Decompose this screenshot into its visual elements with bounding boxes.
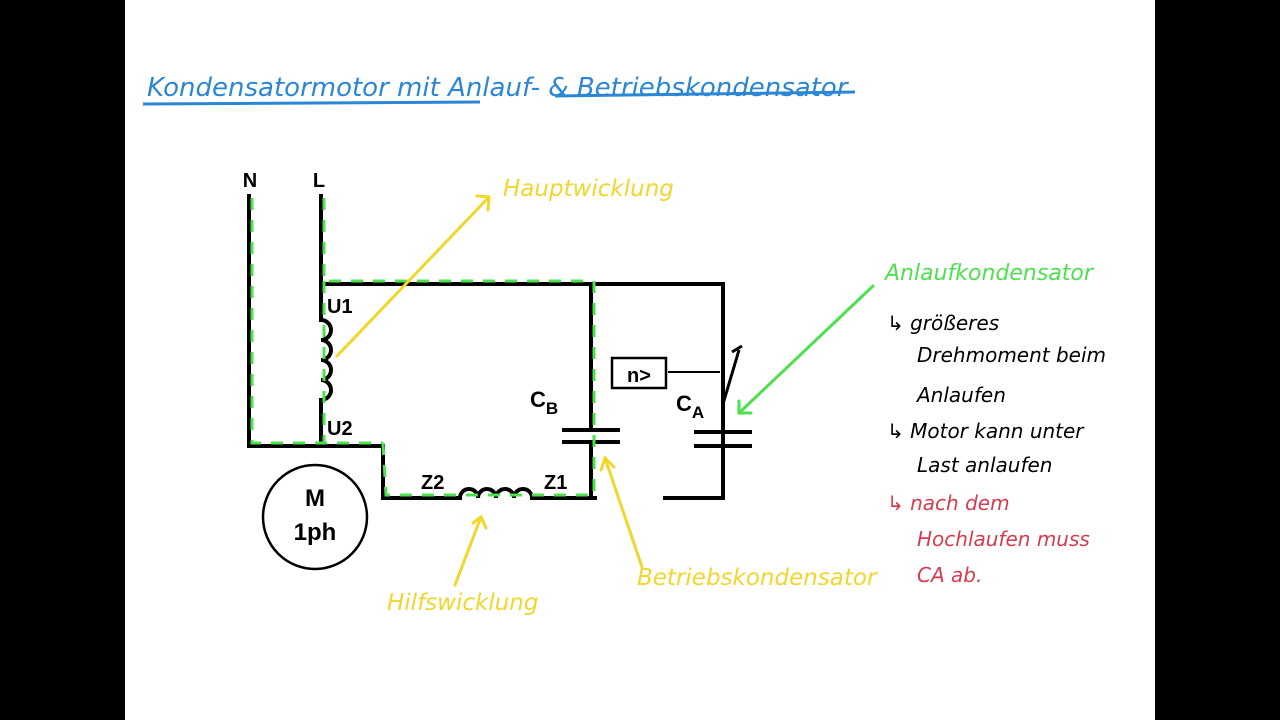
note-line: ↳ nach dem [887,491,1010,515]
aux-winding-coil [458,487,535,500]
annotation-arrow-green [737,284,875,415]
terminal-n: N [243,170,257,192]
centrifugal-switch [668,344,743,405]
wire-n [247,194,385,448]
arrow-hauptwicklung [335,195,491,358]
circuit-wires [247,194,725,500]
circuit-diagram: Kondensatormotor mit Anlauf- & Betriebsk… [142,73,1106,616]
current-path-n [250,198,383,445]
arrowhead-hauptwicklung [475,194,491,212]
note-line: Hochlaufen muss [917,527,1090,551]
arrowhead-betriebskondensator [599,455,616,472]
note-line: Anlaufen [915,383,1006,407]
capacitor-cb [562,428,620,444]
terminal-z2: Z2 [421,472,444,494]
annotation-arrows-yellow [335,194,644,587]
speed-switch-box [610,356,668,390]
capacitor-cb-label: CB [530,387,558,418]
terminal-z1: Z1 [544,472,567,494]
annotation-hilfswicklung: Hilfswicklung [387,590,538,616]
page-title: Kondensatormotor mit Anlauf- & Betriebsk… [147,73,850,103]
speed-switch-label: n> [627,365,651,387]
note-line: Drehmoment beim [917,343,1106,367]
note-line: ↳ Motor kann unter [887,419,1085,443]
motor-label-m: M [305,485,325,512]
capacitor-ca-label: CA [676,391,704,422]
motor-symbol [261,463,369,571]
current-path-overlay [250,198,596,497]
annotation-anlaufkondensator: Anlaufkondensator [883,261,1095,286]
title-underline-2 [554,90,856,98]
title-underline [142,100,481,106]
note-line: Last anlaufen [917,453,1052,477]
current-path-aux [381,442,591,497]
terminal-u1: U1 [327,296,353,318]
arrow-hilfswicklung [453,515,483,587]
main-winding-coil [320,318,333,402]
annotation-betriebskondensator: Betriebskondensator [637,565,878,591]
motor-label-1ph: 1ph [294,519,337,546]
current-path-l [322,198,591,283]
note-line: ↳ größeres [887,311,999,335]
annotation-hauptwicklung: Hauptwicklung [503,176,674,202]
terminal-u2: U2 [327,418,353,440]
arrowhead-hilfswicklung [471,514,488,530]
terminal-l: L [313,170,325,192]
arrow-betriebskondensator [603,456,644,569]
note-line: CA ab. [917,563,982,587]
whiteboard-page: Kondensatormotor mit Anlauf- & Betriebsk… [125,0,1155,720]
capacitor-ca [694,430,752,448]
